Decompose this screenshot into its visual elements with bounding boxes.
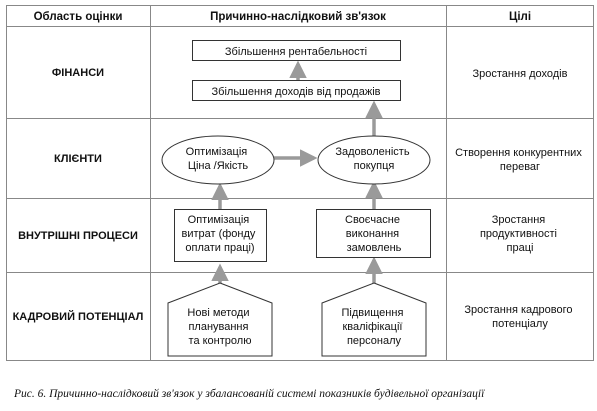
node-qualification-line: Підвищення [342, 307, 404, 319]
node-price-quality-label: Оптимізація Ціна /Якість [186, 146, 251, 172]
node-price-quality-line: Ціна /Якість [188, 160, 249, 172]
goal-finance-line: Зростання доходів [473, 68, 568, 80]
goal-finance: Зростання доходів [473, 68, 568, 80]
node-satisfaction-label: Задоволеність покупця [335, 146, 412, 172]
node-satisfaction-line: покупця [354, 160, 395, 172]
node-qualification-shape [321, 282, 427, 357]
table-frame [6, 5, 594, 361]
node-cost-optimization: Оптимізація витрат (фонду оплати праці) [174, 209, 267, 262]
node-price-quality: Оптимізація Ціна /Якість [161, 135, 275, 185]
node-timely-orders-label: Своєчасне виконання замовлень [345, 214, 403, 254]
node-satisfaction-line: Задоволеність [335, 146, 409, 158]
node-cost-optimization-label: Оптимізація витрат (фонду оплати праці) [181, 214, 258, 254]
node-cost-line: Оптимізація [188, 214, 250, 226]
goal-clients: Створення конкурентних переваг [455, 147, 585, 173]
node-methods-line: планування [188, 321, 248, 333]
goal-internal-processes: Зростання продуктивності праці [480, 214, 560, 254]
node-qualification: Підвищення кваліфікації персоналу [321, 282, 427, 357]
header-goals: Цілі [509, 11, 531, 23]
node-methods-line: та контролю [189, 335, 252, 347]
goal-clients-line: Створення конкурентних [455, 147, 582, 159]
node-cost-line: оплати праці) [185, 242, 254, 254]
node-methods-line: Нові методи [187, 307, 249, 319]
table-border [6, 5, 594, 361]
node-cost-line: витрат (фонду [181, 228, 255, 240]
node-satisfaction-ellipse [317, 135, 431, 185]
node-orders-line: виконання [346, 228, 399, 240]
goal-clients-line: переваг [500, 161, 540, 173]
node-profitability-label: Збільшення рентабельності [225, 46, 367, 58]
connectors [211, 60, 383, 284]
figure-caption: Рис. 6. Причинно-наслідковий зв'язок у з… [13, 387, 485, 400]
goal-internal-line: праці [507, 242, 534, 254]
node-orders-line: замовлень [347, 242, 402, 254]
node-new-methods-label: Нові методи планування та контролю [187, 307, 252, 347]
node-new-methods-shape [167, 282, 273, 357]
node-price-quality-ellipse [161, 135, 275, 185]
goal-internal-line: Зростання [492, 214, 546, 226]
node-profitability: Збільшення рентабельності [192, 40, 401, 61]
node-customer-satisfaction: Задоволеність покупця [317, 135, 431, 185]
area-personnel-potential: КАДРОВИЙ ПОТЕНЦІАЛ [13, 310, 144, 323]
node-new-methods: Нові методи планування та контролю [167, 282, 273, 357]
node-profitability-box [192, 40, 401, 61]
node-timely-orders-box [316, 209, 431, 258]
node-sales-income: Збільшення доходів від продажів [192, 80, 401, 101]
node-qualification-label: Підвищення кваліфікації персоналу [342, 307, 407, 347]
node-qualification-line: кваліфікації [342, 321, 402, 333]
header-area: Область оцінки [34, 11, 123, 23]
goal-personnel-line: Зростання кадрового [464, 304, 572, 316]
goal-personnel-potential: Зростання кадрового потенціалу [464, 304, 575, 330]
node-qualification-line: персоналу [347, 335, 402, 347]
node-cost-optimization-box [174, 209, 267, 262]
node-sales-income-box [192, 80, 401, 101]
goal-internal-line: продуктивності [480, 228, 557, 240]
goal-personnel-line: потенціалу [492, 318, 548, 330]
header-causal: Причинно-наслідковий зв'язок [210, 11, 386, 23]
area-clients: КЛІЄНТИ [54, 153, 102, 165]
node-price-quality-line: Оптимізація [186, 146, 248, 158]
area-finance: ФІНАНСИ [52, 67, 104, 79]
node-timely-orders: Своєчасне виконання замовлень [316, 209, 431, 258]
node-sales-income-label: Збільшення доходів від продажів [212, 86, 381, 98]
area-internal-processes: ВНУТРІШНІ ПРОЦЕСИ [18, 230, 138, 242]
node-orders-line: Своєчасне [345, 214, 400, 226]
